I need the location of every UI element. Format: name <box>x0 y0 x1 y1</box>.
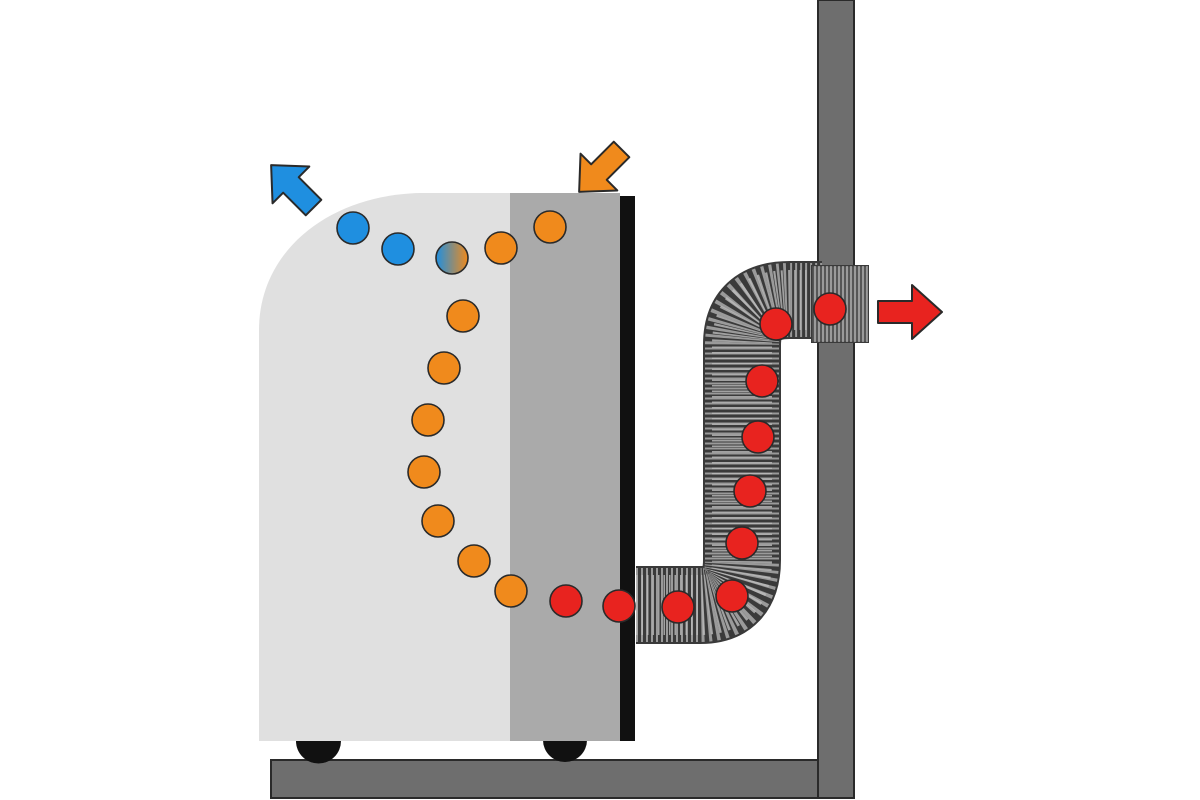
room-air-dot <box>421 504 455 538</box>
hot-air-dot <box>549 584 583 618</box>
wall-vent <box>811 265 869 343</box>
unit-back-plate <box>620 196 635 741</box>
room-air-dot <box>407 455 441 489</box>
arrow-down-left-icon <box>578 140 631 193</box>
room-air-dot <box>457 544 491 578</box>
room-air-dot <box>484 231 518 265</box>
room-air-dot <box>411 403 445 437</box>
portable-air-conditioner-unit <box>259 193 512 741</box>
front-wheel <box>296 741 341 764</box>
room-air-dot <box>494 574 528 608</box>
cool-air-dot <box>381 232 415 266</box>
arrow-right-icon <box>877 284 943 340</box>
hot-air-dot <box>813 292 847 326</box>
hot-air-dot <box>661 590 695 624</box>
room-air-dot <box>446 299 480 333</box>
hot-air-dot <box>715 579 749 613</box>
hot-air-dot <box>745 364 779 398</box>
mixing-air-dot <box>435 241 469 275</box>
hot-air-dot <box>733 474 767 508</box>
room-air-flow <box>407 210 567 608</box>
exhaust-hose <box>636 261 829 644</box>
floor <box>270 759 855 799</box>
cool-air-flow <box>336 211 415 266</box>
hot-air-dot <box>741 420 775 454</box>
hot-air-dot <box>725 526 759 560</box>
room-air-dot <box>427 351 461 385</box>
room-air-dot <box>533 210 567 244</box>
cool-air-dot <box>336 211 370 245</box>
hot-air-dot <box>602 589 636 623</box>
wall <box>817 0 855 799</box>
unit-side-panel <box>510 193 620 741</box>
arrow-up-left-icon <box>270 164 323 217</box>
hot-air-dot <box>759 307 793 341</box>
hot-air-flow <box>549 292 847 624</box>
